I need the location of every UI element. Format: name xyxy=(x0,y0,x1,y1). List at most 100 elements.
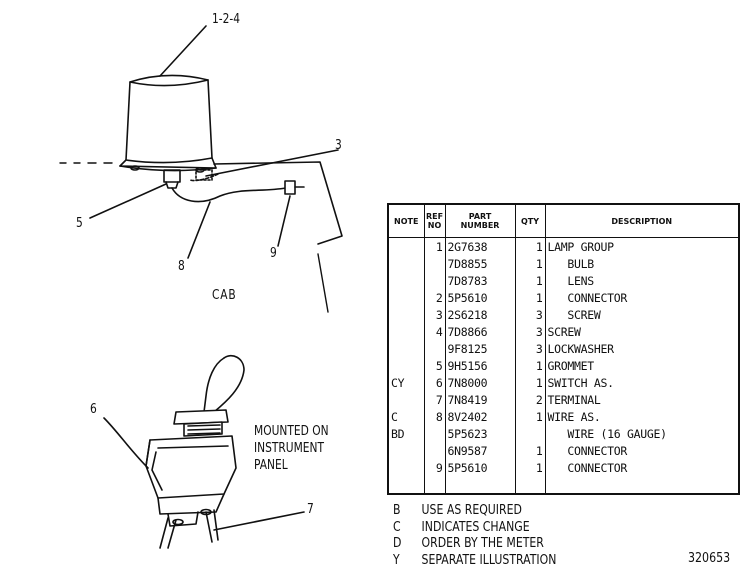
ref-cell: 6 xyxy=(423,374,446,391)
description-cell: WIRE (16 GAUGE) xyxy=(544,425,740,442)
note-cell xyxy=(387,340,425,357)
wire-drawing xyxy=(89,180,305,259)
drawing-number: 320653 xyxy=(688,551,731,566)
ref-cell: 9 xyxy=(423,459,446,476)
note-cell xyxy=(387,323,425,340)
header-part-number: PART NUMBER xyxy=(444,203,516,238)
description-cell: LOCKWASHER xyxy=(544,340,740,357)
part-number-cell: 6N9587 xyxy=(444,442,516,459)
description-cell: SWITCH AS. xyxy=(544,374,740,391)
mounted-note: MOUNTED ON INSTRUMENT PANEL xyxy=(254,423,329,474)
note-cell xyxy=(387,442,425,459)
description-cell: TERMINAL xyxy=(544,391,740,408)
qty-cell: 1 xyxy=(514,442,546,459)
part-number-cell: 9F8125 xyxy=(444,340,516,357)
callout-6: 6 xyxy=(90,402,97,417)
part-number-cell: 9H5156 xyxy=(444,357,516,374)
note-cell xyxy=(387,237,425,255)
header-ref-no: REF NO xyxy=(423,203,446,238)
note-cell xyxy=(387,289,425,306)
qty-cell: 1 xyxy=(514,289,546,306)
ref-cell: 3 xyxy=(423,306,446,323)
ref-cell: 8 xyxy=(423,408,446,425)
ref-cell xyxy=(423,272,446,289)
ref-cell xyxy=(423,425,446,442)
qty-cell: 1 xyxy=(514,272,546,289)
ref-cell xyxy=(423,442,446,459)
empty-cell xyxy=(423,476,446,494)
empty-cell xyxy=(514,476,546,494)
qty-cell xyxy=(514,425,546,442)
legend-code: B xyxy=(393,503,401,518)
description-cell: CONNECTOR xyxy=(544,442,740,459)
note-cell xyxy=(387,391,425,408)
lamp-group-drawing xyxy=(119,25,217,173)
ref-cell: 5 xyxy=(423,357,446,374)
toggle-switch-drawing xyxy=(103,354,305,549)
callout-8: 8 xyxy=(178,259,185,274)
part-number-cell: 7D8866 xyxy=(444,323,516,340)
part-number-cell: 2G7638 xyxy=(444,237,516,255)
qty-cell: 2 xyxy=(514,391,546,408)
description-cell: LENS xyxy=(544,272,740,289)
ref-cell: 2 xyxy=(423,289,446,306)
note-cell xyxy=(387,306,425,323)
note-cell xyxy=(387,255,425,272)
part-number-cell: 8V2402 xyxy=(444,408,516,425)
qty-cell: 1 xyxy=(514,374,546,391)
legend-text: ORDER BY THE METER xyxy=(421,536,544,551)
callout-7: 7 xyxy=(307,502,314,517)
mounted-note-line-1: MOUNTED ON xyxy=(254,424,329,439)
description-cell: LAMP GROUP xyxy=(544,237,740,255)
table-row: BD 5P5623 WIRE (16 GAUGE) xyxy=(387,425,740,442)
note-cell: CY xyxy=(387,374,425,391)
qty-cell: 1 xyxy=(514,408,546,425)
legend-text: USE AS REQUIRED xyxy=(421,503,522,518)
description-cell: WIRE AS. xyxy=(544,408,740,425)
ref-cell xyxy=(423,340,446,357)
part-number-cell: 5P5623 xyxy=(444,425,516,442)
header-qty: QTY xyxy=(514,203,546,238)
description-cell: SCREW xyxy=(544,306,740,323)
cab-label: CAB xyxy=(212,288,237,303)
qty-cell: 3 xyxy=(514,323,546,340)
qty-cell: 3 xyxy=(514,306,546,323)
description-cell: SCREW xyxy=(544,323,740,340)
empty-cell xyxy=(544,476,740,494)
legend-item: D ORDER BY THE METER xyxy=(393,536,556,553)
part-number-cell: 5P5610 xyxy=(444,289,516,306)
part-number-cell: 7N8419 xyxy=(444,391,516,408)
legend-code: D xyxy=(393,536,402,551)
description-cell: CONNECTOR xyxy=(544,289,740,306)
qty-cell: 1 xyxy=(514,237,546,255)
parts-list-table: NOTE REF NO PART NUMBER QTY DESCRIPTION … xyxy=(387,203,740,495)
qty-cell: 1 xyxy=(514,255,546,272)
description-cell: BULB xyxy=(544,255,740,272)
cab-outline xyxy=(59,161,343,313)
note-cell xyxy=(387,272,425,289)
callout-lamp-group: 1-2-4 xyxy=(212,12,241,27)
ref-cell: 1 xyxy=(423,237,446,255)
callout-9: 9 xyxy=(270,246,277,261)
mounted-note-line-3: PANEL xyxy=(254,458,288,473)
note-cell xyxy=(387,357,425,374)
description-cell: GROMMET xyxy=(544,357,740,374)
part-number-cell: 5P5610 xyxy=(444,459,516,476)
note-cell: BD xyxy=(387,425,425,442)
qty-cell: 1 xyxy=(514,357,546,374)
ref-cell: 7 xyxy=(423,391,446,408)
